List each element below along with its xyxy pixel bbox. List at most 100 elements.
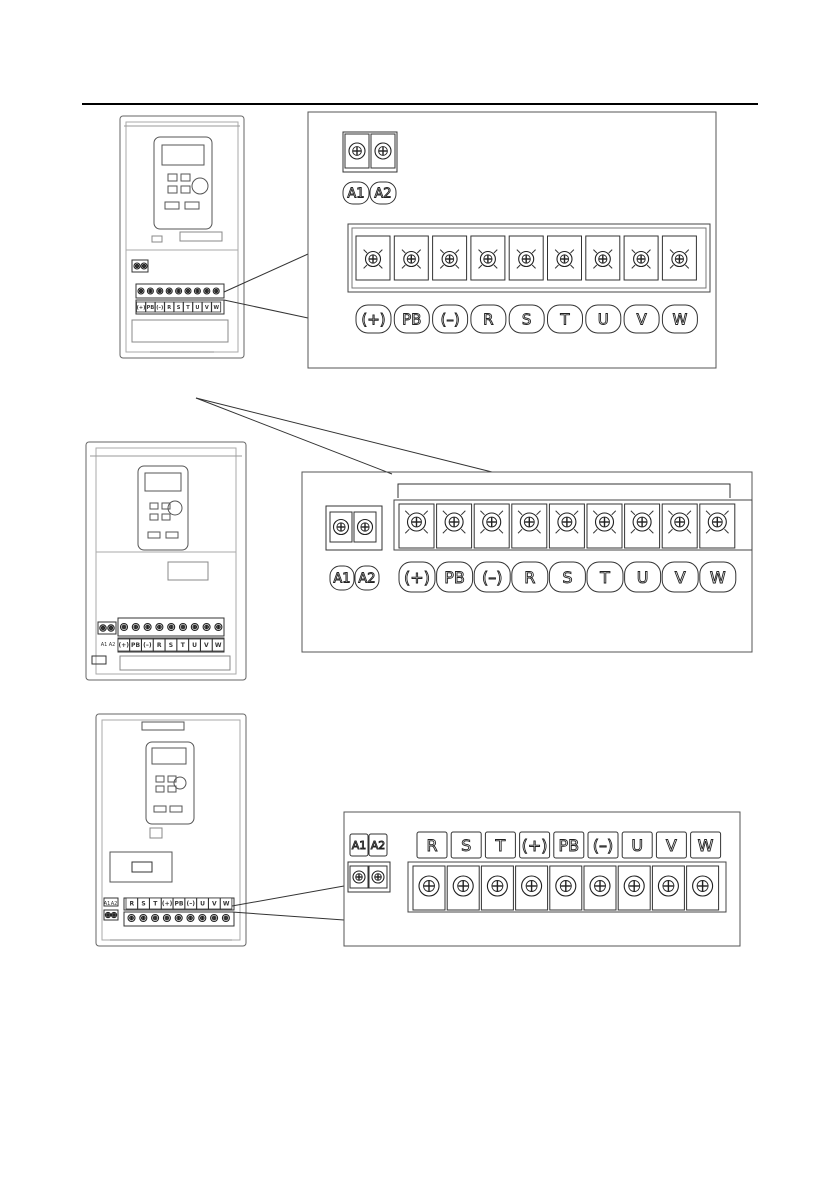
terminal-screw-icon bbox=[176, 288, 182, 294]
terminal-label: PB bbox=[394, 305, 429, 333]
drive-terminal-label: S bbox=[177, 305, 181, 311]
terminal-screw-icon bbox=[111, 912, 116, 917]
terminal-label-text: S bbox=[461, 836, 471, 855]
terminal-screw-icon bbox=[187, 915, 194, 922]
terminal-screw-icon bbox=[144, 624, 151, 631]
terminal-label: T bbox=[548, 305, 583, 333]
terminal-label-text: A1 bbox=[352, 839, 367, 852]
drive-outline-1 bbox=[120, 116, 244, 358]
drive-terminal-label: R bbox=[157, 642, 162, 649]
callout-line bbox=[224, 254, 308, 292]
terminal-screw-icon bbox=[522, 876, 542, 896]
terminal-screw-icon bbox=[443, 511, 466, 534]
terminal-screw-icon bbox=[168, 624, 175, 631]
terminal-screw-icon bbox=[402, 250, 421, 269]
drive-terminal-label: S bbox=[169, 642, 173, 649]
terminal-label-text: (–) bbox=[482, 568, 502, 587]
terminal-label: A2 bbox=[369, 834, 387, 856]
drive-terminal-label: (+) bbox=[137, 305, 146, 311]
terminal-screw-icon bbox=[556, 511, 579, 534]
drive-terminal-label: W bbox=[215, 642, 222, 649]
terminal-screw-icon bbox=[706, 511, 729, 534]
terminal-screw-icon bbox=[353, 871, 365, 883]
terminal-label: A1 bbox=[343, 182, 369, 204]
terminal-label: U bbox=[622, 832, 652, 858]
terminal-screw-icon bbox=[517, 250, 536, 269]
terminal-label: R bbox=[417, 832, 447, 858]
terminal-label-text: U bbox=[637, 568, 649, 587]
terminal-label: S bbox=[451, 832, 481, 858]
drive-terminal-label: S bbox=[141, 901, 145, 908]
terminal-screw-icon bbox=[593, 511, 616, 534]
terminal-screw-icon bbox=[199, 915, 206, 922]
terminal-screw-icon bbox=[518, 511, 541, 534]
aux-labels-1: A1 A2 bbox=[343, 182, 396, 204]
terminal-screw-icon bbox=[215, 624, 222, 631]
drive-aux-label: A2 bbox=[109, 642, 116, 648]
terminal-screw-icon bbox=[157, 288, 163, 294]
terminal-label: T bbox=[485, 832, 515, 858]
terminal-label: PB bbox=[554, 832, 584, 858]
terminal-label-text: PB bbox=[402, 310, 421, 328]
terminal-screw-icon bbox=[590, 876, 610, 896]
drive-terminal-label: R bbox=[167, 305, 171, 311]
aux-screws-3 bbox=[350, 866, 387, 888]
terminal-screw-icon bbox=[156, 624, 163, 631]
terminal-screw-icon bbox=[480, 511, 503, 534]
terminal-screw-icon bbox=[632, 250, 651, 269]
terminal-label: A2 bbox=[370, 182, 396, 204]
terminal-label: W bbox=[691, 832, 721, 858]
terminal-screw-icon bbox=[334, 520, 349, 535]
drive-terminal-label: V bbox=[205, 305, 209, 311]
terminal-label: (+) bbox=[356, 305, 391, 333]
terminal-screw-icon bbox=[419, 876, 439, 896]
drive-terminal-label: W bbox=[223, 901, 230, 908]
terminal-screw-icon bbox=[121, 624, 128, 631]
terminal-screw-icon bbox=[100, 625, 106, 631]
terminal-screw-icon bbox=[668, 511, 691, 534]
terminal-label-text: T bbox=[559, 310, 570, 328]
terminal-screw-icon bbox=[166, 288, 172, 294]
terminal-label-text: (+) bbox=[522, 836, 548, 855]
terminal-screw-icon bbox=[405, 511, 428, 534]
main-screws-1 bbox=[356, 236, 696, 280]
terminal-label: W bbox=[700, 562, 736, 592]
terminal-label: R bbox=[471, 305, 506, 333]
terminal-screw-icon bbox=[364, 250, 383, 269]
diagram-2: (+)PB(–)RSTUVWA1A2 A1A2 (+)PB(–)RSTUVW bbox=[86, 442, 752, 680]
terminal-label: (–) bbox=[433, 305, 468, 333]
terminal-screw-icon bbox=[555, 250, 574, 269]
terminal-screw-icon bbox=[349, 143, 365, 159]
terminal-label-text: W bbox=[710, 568, 726, 587]
terminal-screw-icon bbox=[358, 520, 373, 535]
drive-terminal-label: W bbox=[213, 305, 219, 311]
terminal-screw-icon bbox=[556, 876, 576, 896]
terminal-screw-icon bbox=[132, 624, 139, 631]
drive-terminal-label: (–) bbox=[143, 642, 152, 649]
terminal-label: (–) bbox=[588, 832, 618, 858]
terminal-label: R bbox=[512, 562, 548, 592]
terminal-label-text: A2 bbox=[371, 839, 386, 852]
terminal-label-text: T bbox=[599, 568, 610, 587]
drive-aux-label: A2 bbox=[111, 901, 118, 907]
drive-terminal-label: (+) bbox=[162, 901, 173, 908]
terminal-screw-icon bbox=[185, 288, 191, 294]
callout-line bbox=[232, 912, 344, 920]
terminal-screw-icon bbox=[134, 263, 140, 269]
terminal-label: A1 bbox=[330, 566, 354, 590]
drive-terminal-label: (–) bbox=[187, 901, 196, 908]
terminal-label: (+) bbox=[399, 562, 435, 592]
terminal-label-text: U bbox=[598, 310, 609, 328]
terminal-label-text: A2 bbox=[374, 187, 391, 202]
terminal-screw-icon bbox=[203, 624, 210, 631]
drive-terminal-label: PB bbox=[131, 642, 140, 649]
terminal-screw-icon bbox=[138, 288, 144, 294]
callout-line bbox=[224, 300, 308, 318]
terminal-screw-icon bbox=[194, 288, 200, 294]
terminal-screw-icon bbox=[191, 624, 198, 631]
